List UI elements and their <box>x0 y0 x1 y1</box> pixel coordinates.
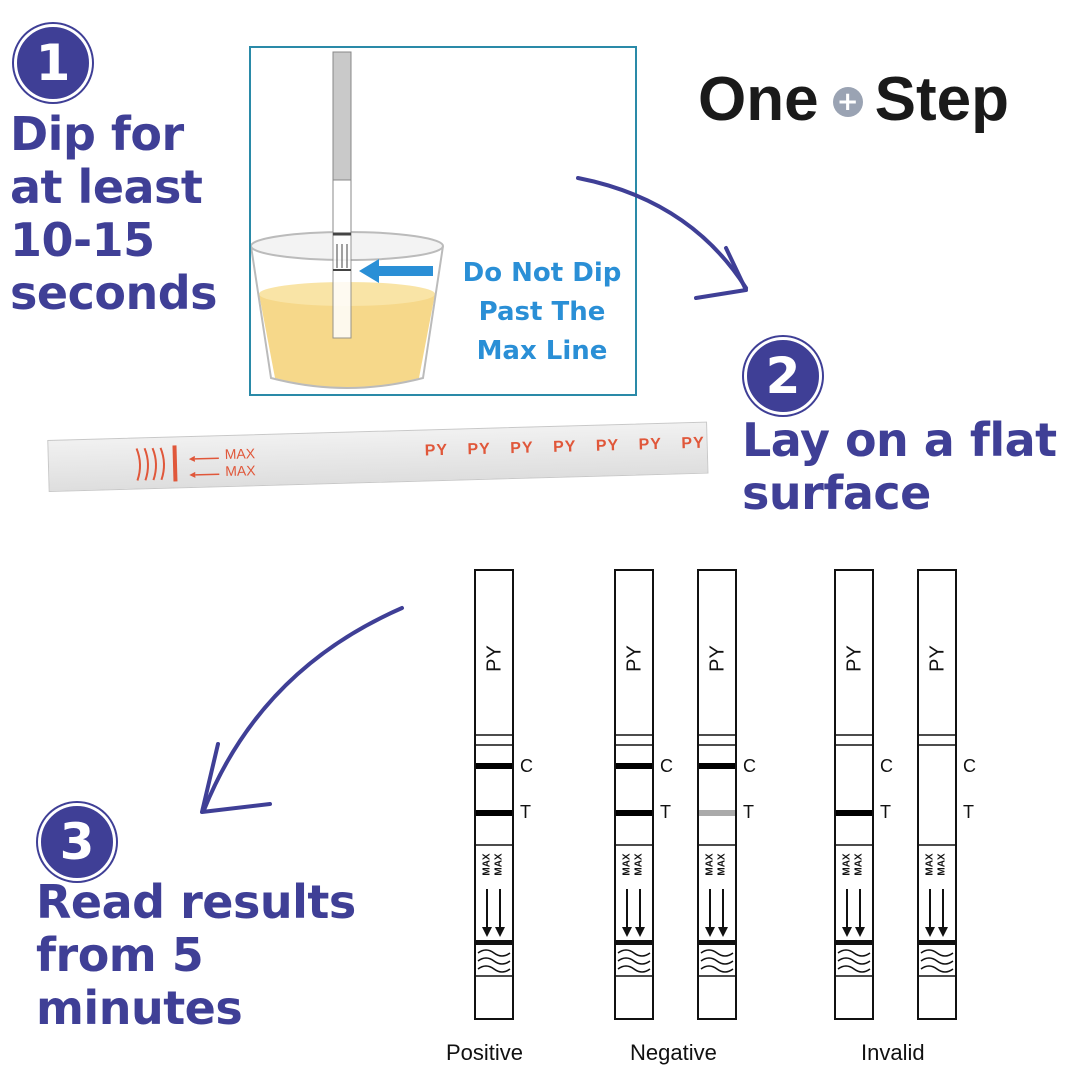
strip-py-4: PY <box>552 438 577 456</box>
strip-py-7: PY <box>681 434 705 453</box>
step-2-line-2: surface <box>742 466 931 520</box>
cassette-py-label: PY <box>926 645 949 672</box>
step-1-text: Dip for at least 10-15 seconds <box>10 107 218 320</box>
step-3-text: Read results from 5 minutes <box>36 876 356 1035</box>
cassette-max-label: MAX <box>481 853 493 876</box>
dip-illustration: Do Not Dip Past The Max Line <box>249 46 637 396</box>
test-line-label: T <box>880 802 891 822</box>
strip-max-label: MAX <box>224 445 256 463</box>
callout-line-2: Past The <box>478 297 606 327</box>
result-label-invalid: Invalid <box>861 1040 925 1065</box>
step-2-badge: 2 <box>744 337 822 415</box>
step-1-line-1: Dip for <box>10 107 184 161</box>
strip-max-label-2: MAX <box>224 462 256 480</box>
control-line-label: C <box>743 756 756 776</box>
cassette-max-label: MAX <box>936 853 948 876</box>
control-line-label: C <box>660 756 673 776</box>
cassette-max-label: MAX <box>853 853 865 876</box>
cassette-max-label: MAX <box>704 853 716 876</box>
strip-py-2: PY <box>467 440 492 459</box>
strip-py-5: PY <box>595 437 620 455</box>
step-3-line-3: minutes <box>36 981 243 1035</box>
control-line-label: C <box>963 756 976 776</box>
max-line-callout: Do Not Dip Past The Max Line <box>447 254 637 371</box>
cassette-max-label: MAX <box>716 853 728 876</box>
strip-py-1: PY <box>424 441 449 460</box>
step-1-line-3: 10-15 <box>10 213 155 267</box>
callout-line-3: Max Line <box>476 336 608 366</box>
curved-arrow-icon <box>576 176 748 300</box>
brand-word-step: Step <box>874 64 1009 134</box>
brand-plus-icon: + <box>832 87 863 117</box>
step-1-line-2: at least <box>10 160 203 214</box>
cassette-py-label: PY <box>483 645 506 672</box>
cassette-max-label: MAX <box>621 853 633 876</box>
cassette-max-label: MAX <box>633 853 645 876</box>
cassette-max-label: MAX <box>493 853 505 876</box>
step-2-line-1: Lay on a flat <box>742 413 1057 467</box>
step-3-line-1: Read results <box>36 875 356 929</box>
step-3-badge: 3 <box>38 803 116 881</box>
cassette-max-label: MAX <box>924 853 936 876</box>
curved-arrow-icon-2 <box>200 606 404 814</box>
test-line-label: T <box>963 802 974 822</box>
control-line-label: C <box>880 756 893 776</box>
cassette-py-label: PY <box>706 645 729 672</box>
result-label-positive: Positive <box>446 1040 524 1065</box>
cassette-max-label: MAX <box>841 853 853 876</box>
flat-test-strip: MAX MAX PY PY PY PY PY PY PY PY <box>47 421 709 492</box>
callout-line-1: Do Not Dip <box>462 258 622 288</box>
step-1-badge: 1 <box>14 24 92 102</box>
test-line-label: T <box>520 802 531 822</box>
step-1-line-4: seconds <box>10 266 218 320</box>
step-3-line-2: from 5 <box>36 928 204 982</box>
brand-word-one: One <box>698 64 819 134</box>
test-line-label: T <box>660 802 671 822</box>
cassette-py-label: PY <box>843 645 866 672</box>
control-line-label: C <box>520 756 533 776</box>
result-label-negative: Negative <box>630 1040 717 1065</box>
brand-logo: One + Step <box>698 64 1068 134</box>
cassette-py-label: PY <box>623 645 646 672</box>
strip-py-3: PY <box>510 439 534 458</box>
step-2-text: Lay on a flat surface <box>742 414 1057 520</box>
strip-py-6: PY <box>638 435 663 454</box>
test-line-label: T <box>743 802 754 822</box>
